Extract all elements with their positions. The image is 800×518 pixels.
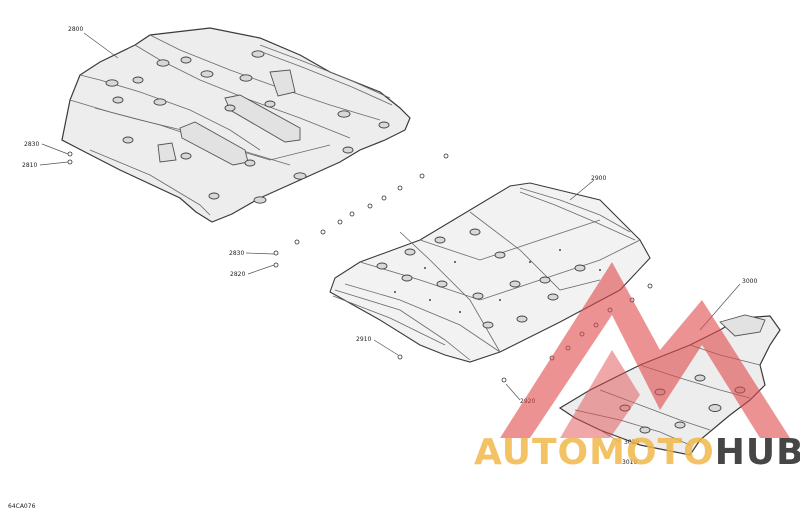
label-2810: 2810 [22, 162, 37, 169]
label-3020: 3020 [624, 439, 639, 446]
watermark-text: AUTOMOTOHUB [474, 432, 800, 473]
label-2820: 2820 [230, 271, 245, 278]
watermark-logo [500, 262, 790, 438]
watermark-word-auto: AUTO [474, 432, 590, 473]
label-2900: 2900 [591, 175, 606, 182]
label-2800: 2800 [68, 26, 83, 33]
watermark-word-hub: HUB [714, 432, 800, 473]
figure-code: 64CA076 [8, 503, 36, 510]
skid-plate-front [61, 27, 411, 223]
watermark-word-moto: MOTO [589, 432, 715, 473]
fasteners [67, 151, 653, 383]
label-3000: 3000 [742, 278, 757, 285]
skid-plate-middle [329, 182, 651, 363]
label-2830-a: 2830 [24, 141, 39, 148]
label-3010: 3010 [622, 459, 637, 466]
label-2830-b: 2830 [229, 250, 244, 257]
label-2910: 2910 [356, 336, 371, 343]
